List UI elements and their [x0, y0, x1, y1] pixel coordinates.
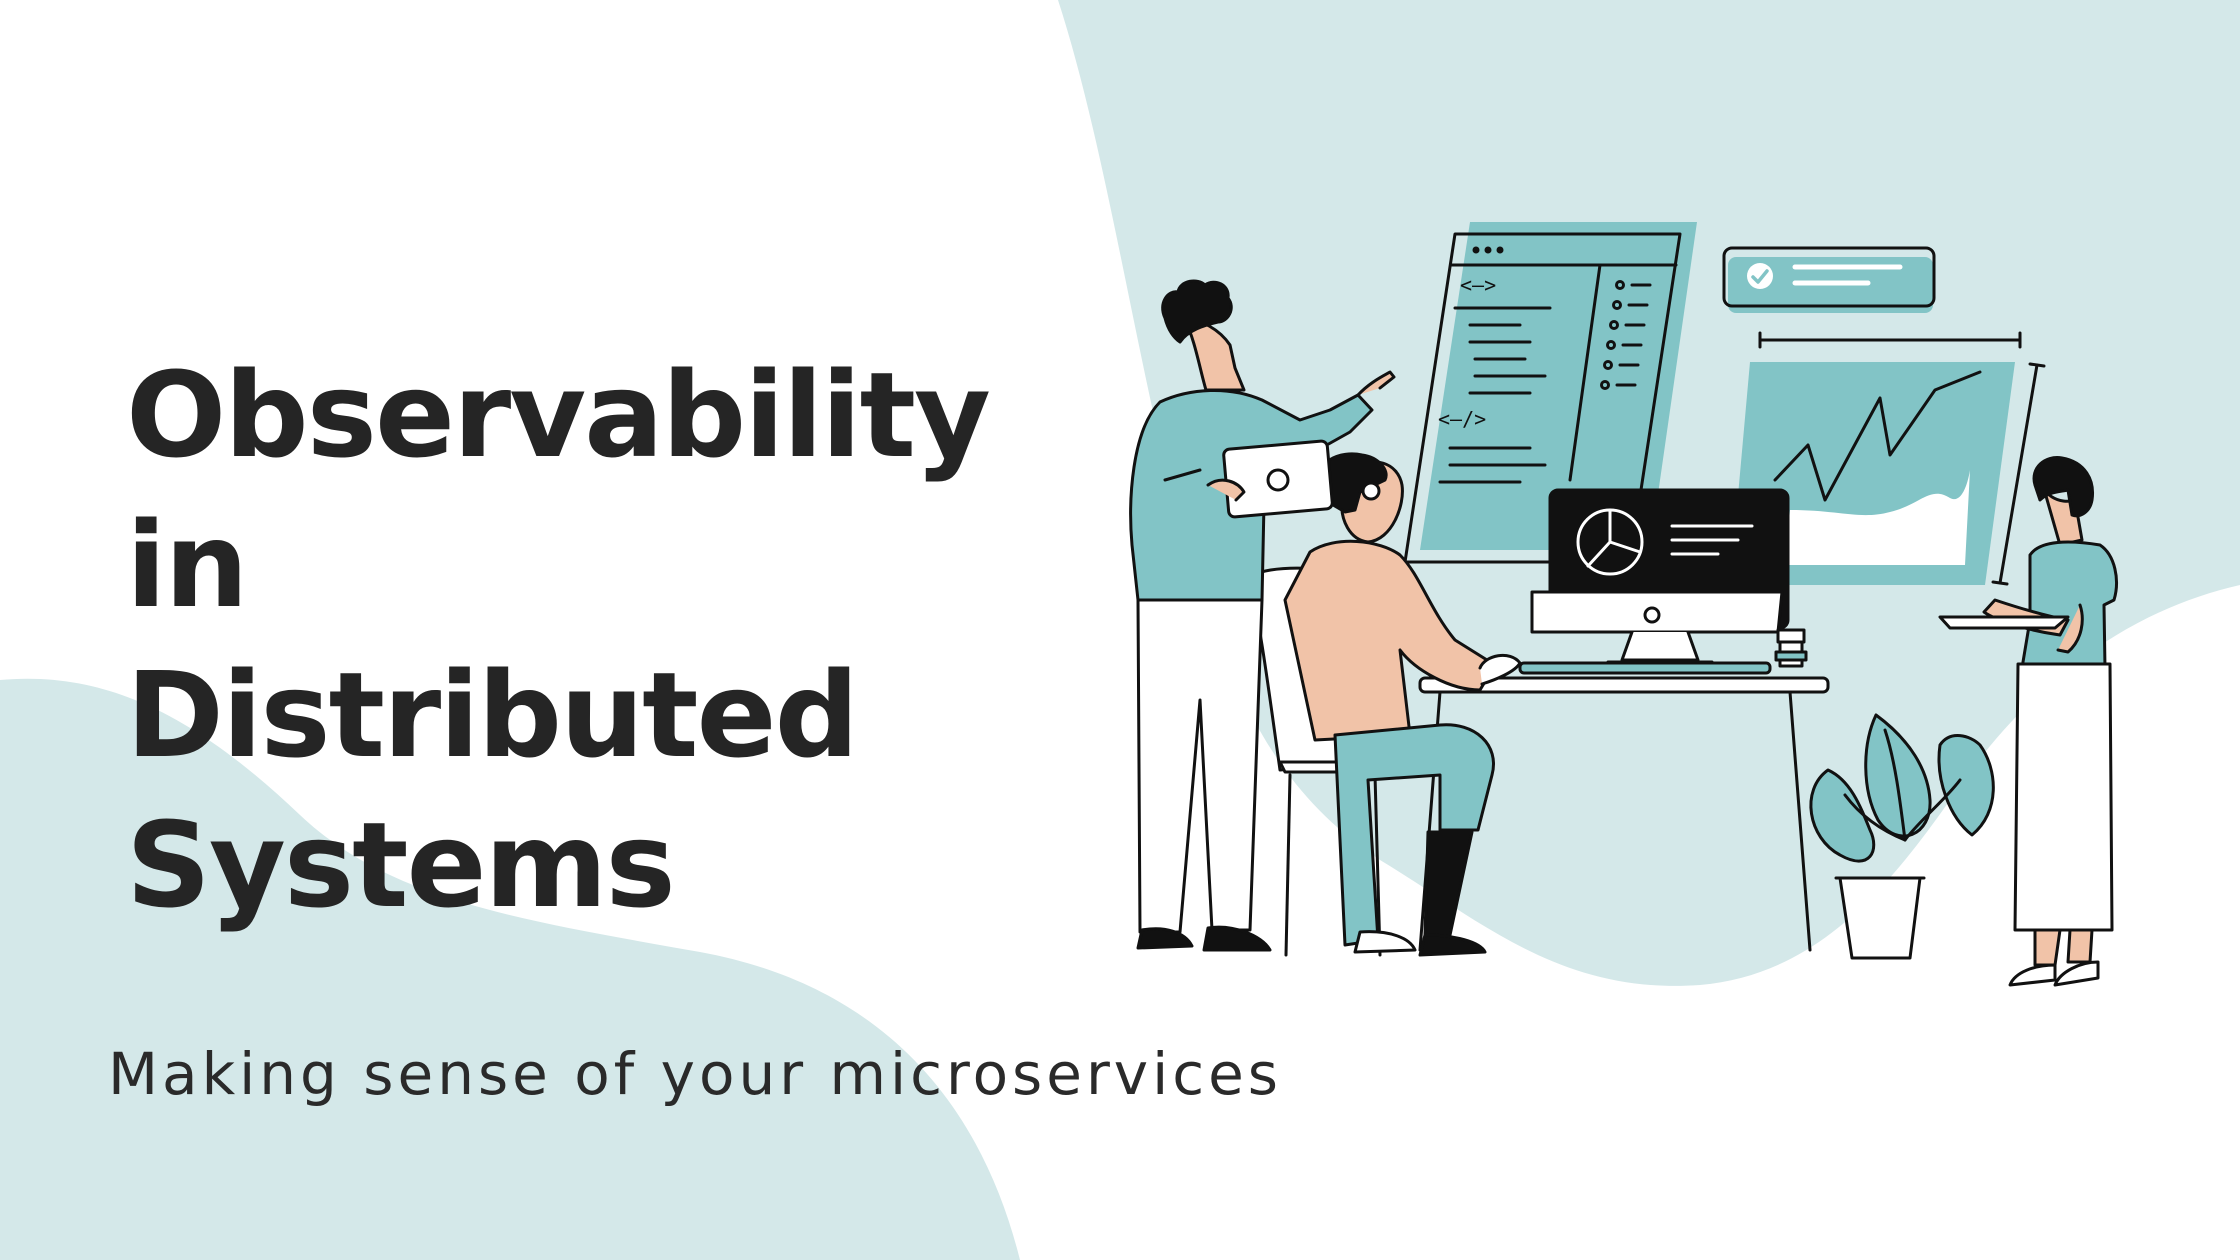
page-title: Observability in Distributed Systems	[126, 340, 991, 940]
standing-man-pointing	[1129, 279, 1396, 952]
pie-chart-icon	[1576, 508, 1754, 576]
title-line-4: Systems	[126, 796, 676, 934]
subtitle: Making sense of your microservices	[108, 1040, 1283, 1108]
status-card	[1722, 246, 1936, 313]
chart-panel	[1730, 331, 2046, 586]
potted-plant	[1809, 713, 1995, 960]
team-monitoring-illustration: <—> <—/>	[1129, 222, 2118, 987]
seated-developer	[1283, 452, 1522, 957]
title-line-1: Observability	[126, 346, 991, 484]
line-chart-icon	[1773, 370, 1982, 565]
left-blob	[0, 678, 1020, 1260]
desk	[1418, 661, 1830, 952]
title-line-2: in	[126, 496, 248, 634]
desktop-monitor	[1530, 488, 1790, 664]
standing-woman	[1938, 456, 2118, 987]
code-open-tag: <—>	[1460, 273, 1496, 297]
title-line-3: Distributed	[126, 646, 859, 784]
browser-dots-icon	[1472, 246, 1504, 254]
code-close-tag: <—/>	[1438, 407, 1486, 431]
check-circle-icon	[1747, 263, 1773, 289]
coffee-cup	[1774, 628, 1808, 668]
